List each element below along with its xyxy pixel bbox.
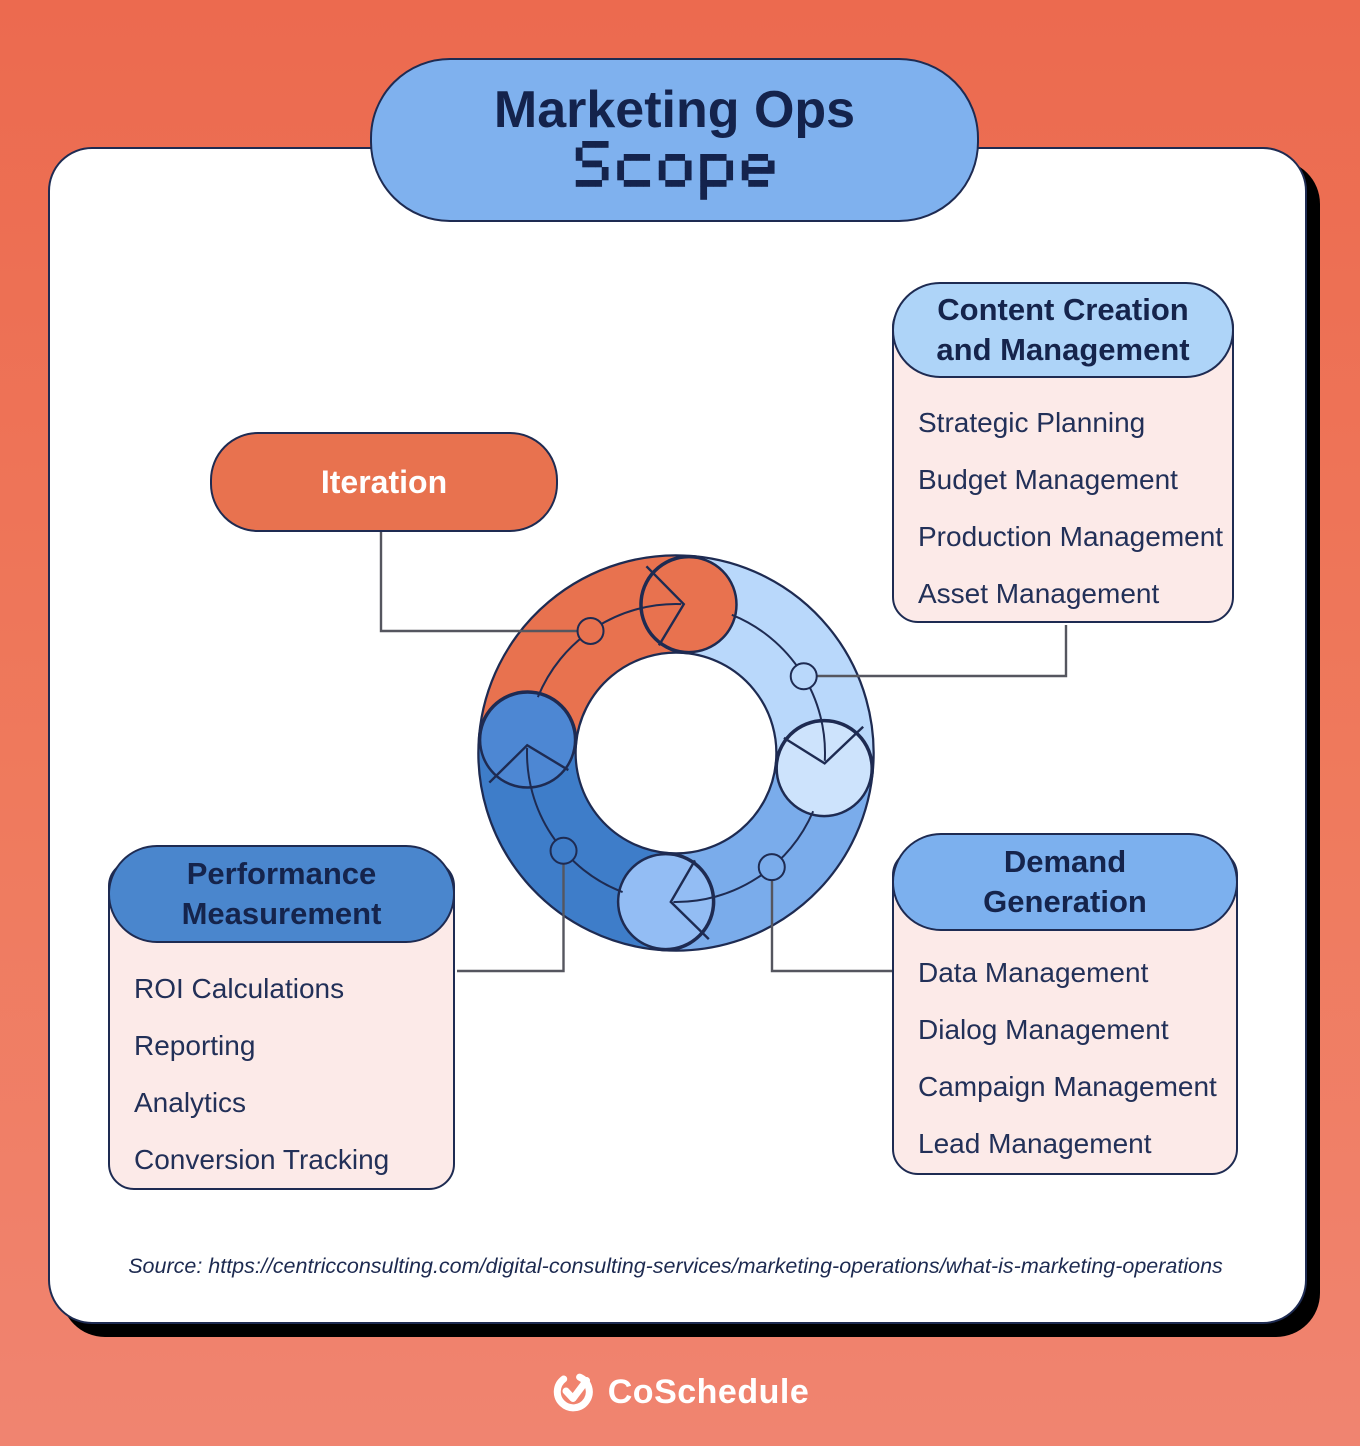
ring-node-performance-measurement [549,836,578,865]
iteration-pill: Iteration [210,432,558,532]
iteration-label: Iteration [320,463,448,500]
connector-demand-generation [770,867,894,973]
ring-node-content-creation [789,662,818,691]
list-item: Analytics [134,1087,247,1118]
title-pill: Marketing Ops [370,58,979,222]
list-item: Lead Management [918,1128,1152,1159]
list-item: Conversion Tracking [134,1144,390,1175]
ring-node-iteration [576,616,605,645]
connector-performance-measurement [457,851,565,973]
list-item: Campaign Management [918,1071,1217,1102]
header-line: Content Creation [937,292,1189,327]
ring-cap-demand-generation [616,852,715,951]
list-item: ROI Calculations [134,973,345,1004]
brand-name: CoSchedule [607,1372,810,1411]
list-item: Budget Management [918,464,1178,495]
coschedule-logo-icon [553,1373,593,1412]
performance-measurement-header: Performance Measurement [108,845,455,943]
page-subtitle-pixel-text [575,141,775,200]
list-item: Reporting [134,1030,256,1061]
content-creation-header: Content Creation and Management [892,282,1234,378]
ring-centerline-demand-generation [673,810,815,903]
arrow-icon-demand-generation [669,859,710,940]
header-line: Generation [983,884,1147,919]
header-line: and Management [936,332,1190,367]
ring-cap-content-creation [775,719,873,818]
connector-iteration [379,528,590,633]
ring-cap-iteration [640,555,738,654]
header-line: Measurement [181,896,382,931]
source-attribution: Source: https://centricconsulting.com/di… [128,1254,1223,1278]
brand-footer: CoSchedule [0,1362,1360,1422]
header-line: Demand [1003,844,1127,879]
arrow-icon-performance-measurement [488,743,569,784]
demand-generation-header: Demand Generation [892,833,1238,931]
ring-node-demand-generation [757,853,786,882]
header-line: Performance [186,856,377,891]
connector-content-creation [804,625,1068,678]
arrow-icon-content-creation [783,725,864,765]
list-item: Dialog Management [918,1014,1169,1045]
arrow-icon-iteration [645,565,686,646]
list-item: Strategic Planning [918,407,1146,438]
list-item: Production Management [918,521,1224,552]
list-item: Data Management [918,957,1149,988]
page-title: Marketing Ops [493,81,856,139]
list-item: Asset Management [918,578,1160,609]
ring-cap-performance-measurement [478,691,577,789]
ring-centerline-performance-measurement [526,747,623,894]
